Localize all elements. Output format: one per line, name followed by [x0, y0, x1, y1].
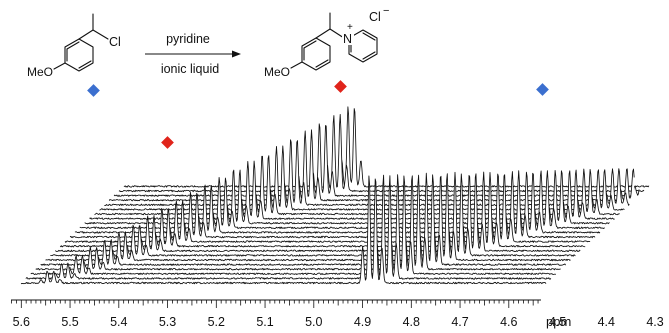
spectrum-occlusion-fill	[55, 173, 581, 255]
reactant-structure: MeO Cl	[27, 13, 121, 79]
product-c-o-bond	[290, 61, 303, 69]
product-benzene-ring	[301, 37, 331, 71]
spectrum-trace	[30, 174, 557, 276]
counter-ion-label: Cl	[369, 10, 381, 24]
spectrum-trace	[40, 172, 566, 266]
product-structure: MeO N + Cl −	[264, 5, 389, 79]
pyridinium-ring	[348, 29, 378, 63]
spectrum-trace	[69, 170, 596, 239]
reactant-c-o-bond	[53, 62, 66, 70]
stacked-spectra	[20, 106, 650, 287]
spectrum-occlusion-fill	[119, 114, 644, 195]
pyridinium-charge-label: +	[347, 22, 353, 33]
x-tick-label: 5.1	[256, 315, 273, 329]
reaction-arrow-group: pyridine ionic liquid	[145, 32, 241, 76]
reactant-meo-label: MeO	[27, 65, 53, 79]
product-benzylic-bond	[315, 28, 331, 39]
spectrum-occlusion-fill	[74, 172, 600, 237]
spectrum-trace	[25, 174, 552, 280]
x-tick-label: 5.2	[208, 315, 225, 329]
x-tick-label: 5.3	[159, 315, 176, 329]
reaction-arrow-head	[232, 50, 241, 58]
reactant-marker-diamond	[87, 84, 100, 97]
spectrum-occlusion-fill	[40, 173, 566, 269]
reactant-cl-label: Cl	[109, 35, 121, 49]
product-marker-diamond	[334, 80, 347, 93]
spectrum-trace	[99, 145, 625, 211]
x-tick-label: 5.0	[305, 315, 322, 329]
x-tick-label: 5.5	[61, 315, 78, 329]
spectrum-trace	[35, 174, 561, 271]
pyridinium-n-label: N	[343, 32, 352, 46]
condition-label: ionic liquid	[161, 62, 219, 76]
x-tick-label: 4.8	[403, 315, 420, 329]
x-tick-label: 4.5	[549, 315, 566, 329]
reactant-benzylic-bond	[78, 29, 94, 40]
reagent-label: pyridine	[166, 32, 210, 46]
product-c-n-bond	[329, 28, 345, 39]
spectrum-trace	[55, 173, 581, 253]
product-peak-marker	[161, 136, 174, 149]
spectrum-trace	[50, 171, 576, 257]
spectrum-trace	[20, 175, 547, 285]
counter-ion-charge-label: −	[383, 5, 389, 17]
spectrum-trace	[118, 113, 645, 193]
product-meo-label: MeO	[264, 65, 290, 79]
x-tick-label: 4.4	[598, 315, 615, 329]
x-tick-label: 4.3	[646, 315, 663, 329]
x-tick-label: 4.7	[451, 315, 468, 329]
x-tick-label: 4.9	[354, 315, 371, 329]
spectrum-trace	[84, 169, 610, 225]
ppm-axis: 5.6 5.5 5.4 5.3 5.2 5.1 5.0 4.9 4.8 4.7 4.6 4.5 4.4 4…	[11, 299, 664, 329]
spectrum-occlusion-fill	[79, 170, 605, 232]
x-tick-label: 4.6	[500, 315, 517, 329]
spectrum-occlusion-fill	[84, 170, 610, 228]
reactant-benzene-ring	[64, 38, 94, 72]
x-tick-label: 5.4	[110, 315, 127, 329]
reactant-peak-marker	[536, 83, 549, 96]
spectrum-occlusion-fill	[30, 174, 556, 278]
ppm-axis-label: ppm	[546, 314, 571, 329]
spectrum-trace	[45, 173, 571, 262]
reaction-scheme: MeO Cl pyridine ionic liquid MeO	[27, 5, 389, 79]
reactant-c-cl-bond	[92, 29, 109, 40]
x-tick-label: 5.6	[13, 315, 30, 329]
